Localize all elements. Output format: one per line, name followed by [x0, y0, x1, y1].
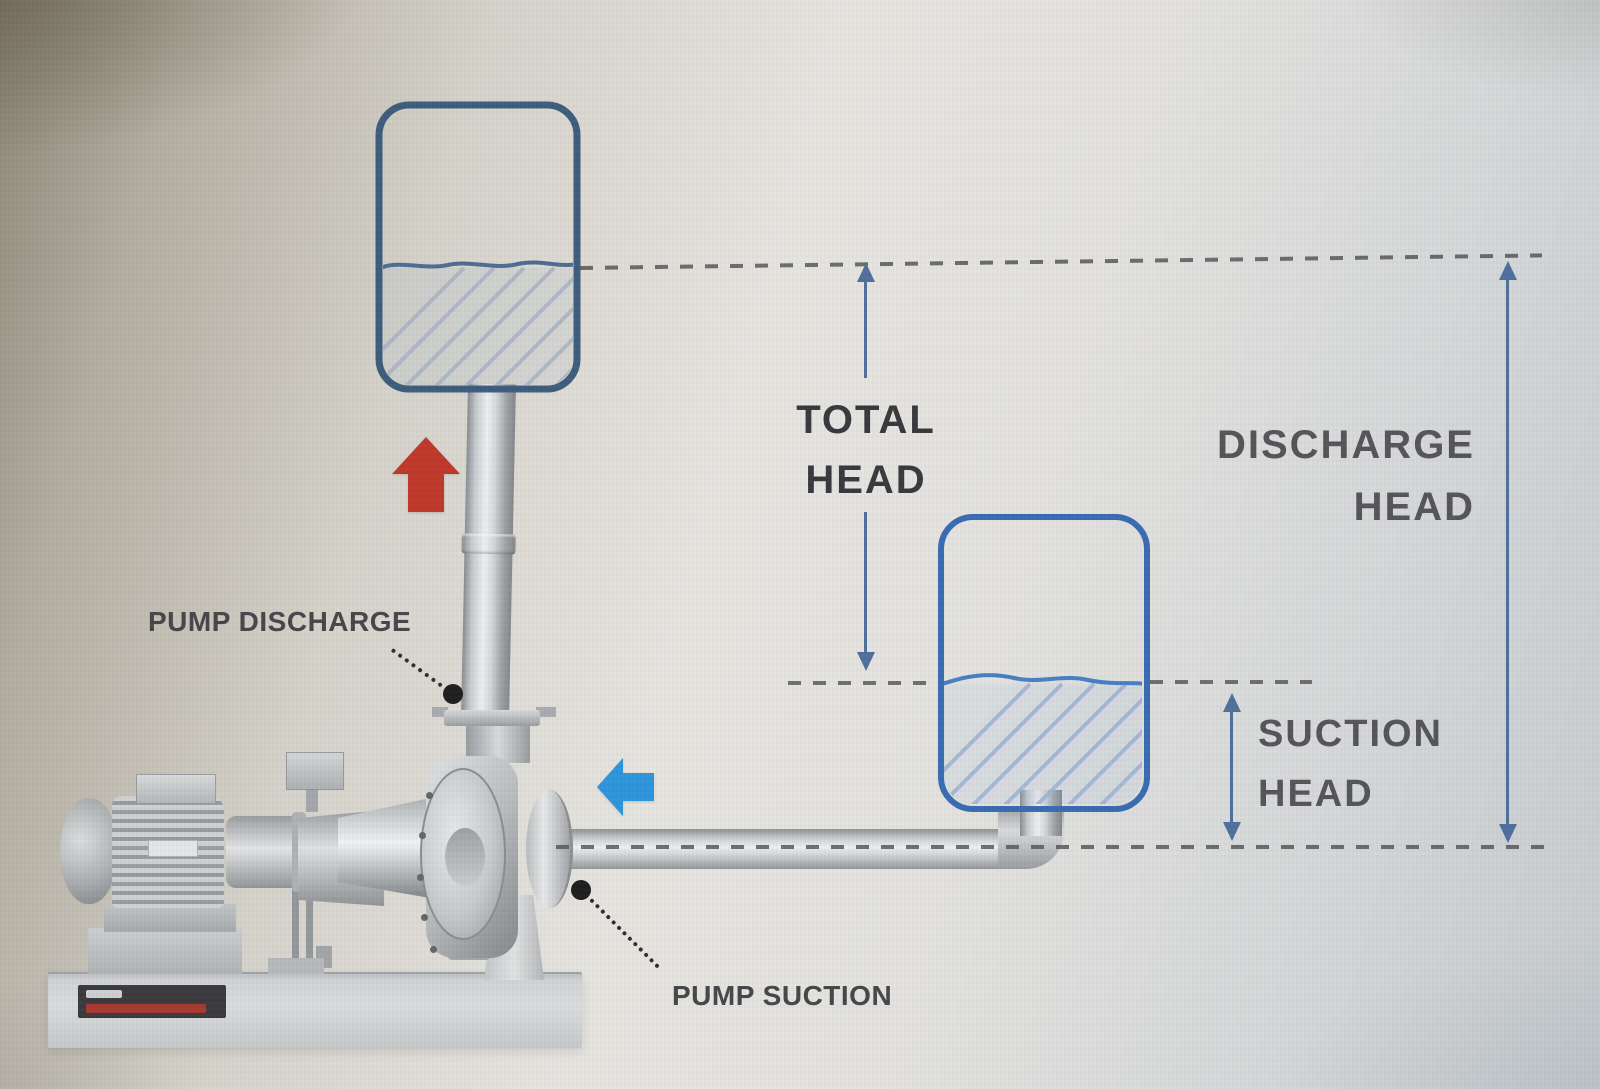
support-bracket [268, 958, 324, 974]
discharge-flange-bolt-tab [536, 707, 556, 717]
pump-discharge-label: PUMP DISCHARGE [148, 606, 412, 637]
motor-pedestal-upper [104, 904, 236, 932]
pump-discharge-leader-line [390, 648, 450, 693]
suction-head-label-line1: SUCTION [1258, 713, 1443, 755]
discharge-flange-bolt-tab [432, 707, 448, 717]
casing-bolt [417, 874, 424, 881]
motor-junction-box [136, 774, 216, 804]
discharge-head-arrowhead-down [1499, 824, 1517, 843]
suction-head-label-line2: HEAD [1258, 773, 1374, 815]
pump-suction-label: PUMP SUCTION [672, 980, 893, 1011]
nameplate-logo-mark [86, 990, 122, 998]
suction-head-arrowhead-up [1223, 693, 1241, 712]
flow-left-arrow-icon [597, 758, 654, 816]
casing-bolt [419, 832, 426, 839]
suction-tank [938, 514, 1150, 812]
total-head-arrowhead-up [857, 263, 875, 282]
discharge-level-datum-line [579, 253, 1542, 270]
motor-pedestal-lower [88, 928, 242, 974]
bearing-frame-stem [306, 786, 318, 812]
flow-up-arrow-icon [392, 437, 460, 512]
total-head-label-line2: HEAD [805, 458, 927, 502]
total-head-arrowhead-down [857, 652, 875, 671]
bearing-housing [226, 816, 304, 888]
pump-nameplate [78, 985, 226, 1018]
suction-head-arrow-line [1230, 710, 1233, 824]
total-head-arrow-line-lower [864, 512, 867, 654]
suction-level-datum-line-right [1150, 680, 1312, 684]
support-leg [292, 886, 299, 974]
support-leg [306, 886, 313, 974]
motor-front-bell [60, 798, 118, 904]
flow-left-arrow-head [597, 758, 623, 816]
discharge-flange [444, 710, 540, 726]
flow-left-arrow-shaft [623, 773, 654, 801]
motor-nameplate [148, 840, 198, 857]
pump-centerline-datum-line [556, 845, 1546, 849]
casing-bolt [426, 792, 433, 799]
casing-bolt [430, 946, 437, 953]
suction-tank-outlet [1020, 790, 1062, 836]
total-head-arrow-line-upper [864, 280, 867, 378]
discharge-head-arrowhead-up [1499, 261, 1517, 280]
discharge-tank [375, 101, 581, 393]
discharge-head-arrow-line [1506, 278, 1509, 826]
suction-head-arrowhead-down [1223, 822, 1241, 841]
pump-suction-point-marker [571, 880, 591, 900]
pump-suction-leader-line [589, 898, 660, 969]
discharge-pipe [461, 383, 516, 719]
casing-bolt [421, 914, 428, 921]
discharge-pipe-joint [461, 533, 516, 555]
nameplate-accent-bar [86, 1004, 206, 1013]
total-head-label: TOTAL HEAD [766, 390, 966, 510]
pump-discharge-point-marker [443, 684, 463, 704]
discharge-head-label: DISCHARGE HEAD [1155, 414, 1475, 538]
bearing-frame-box [286, 752, 344, 790]
suction-pipe [556, 829, 1012, 869]
flow-up-arrow-head [392, 437, 460, 474]
suction-flange [526, 790, 573, 908]
total-head-label-line1: TOTAL [796, 398, 936, 442]
discharge-head-label-line2: HEAD [1353, 485, 1475, 529]
pump-back-shroud-cone [338, 798, 430, 898]
discharge-head-label-line1: DISCHARGE [1216, 423, 1475, 467]
suction-level-datum-line-left [788, 681, 938, 685]
pump-seal-hub [445, 828, 485, 886]
suction-head-label: SUCTION HEAD [1258, 704, 1518, 824]
flow-up-arrow-shaft [408, 473, 444, 512]
